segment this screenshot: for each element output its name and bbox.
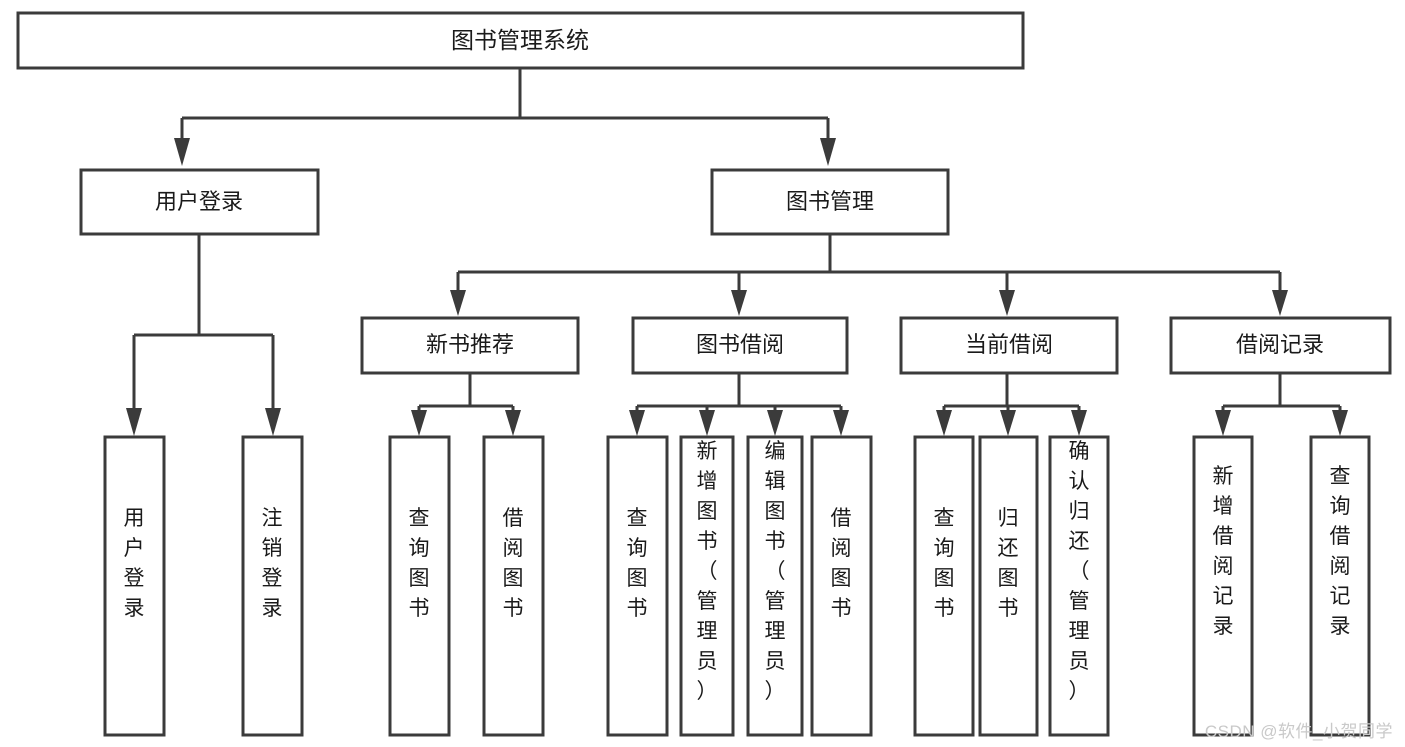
node-new-book-recommend-label: 新书推荐 xyxy=(426,332,514,357)
connector-root-to-level2 xyxy=(174,68,836,166)
arrow-head-new-book-recommend xyxy=(450,290,466,316)
leaf-node-add-borrow-record[interactable]: 新增借阅记录 xyxy=(1192,435,1254,737)
arrow-head-user-login xyxy=(174,138,190,166)
arrow-head-leaf-query-record xyxy=(1332,410,1348,436)
node-user-login-label: 用户登录 xyxy=(155,189,243,214)
arrow-head-current-borrow xyxy=(999,290,1015,316)
leaf-node-user-login-label: 用户登录 xyxy=(124,507,145,620)
arrow-head-leaf-borrow-book-2 xyxy=(833,410,849,436)
arrow-head-leaf-borrow-book-1 xyxy=(505,410,521,436)
leaf-node-confirm-return-box xyxy=(1048,435,1110,737)
leaf-node-user-login[interactable]: 用户登录 xyxy=(103,435,166,737)
leaf-node-logout[interactable]: 注销登录 xyxy=(241,435,304,737)
arrow-head-leaf-user-login xyxy=(126,408,142,436)
connector-book-borrow-to-leaves xyxy=(629,372,849,436)
arrow-head-book-manage xyxy=(820,138,836,166)
arrow-head-book-borrow xyxy=(731,290,747,316)
arrow-head-leaf-query-book-3 xyxy=(936,410,952,436)
node-user-login[interactable]: 用户登录 xyxy=(79,168,320,236)
leaf-node-query-book-recommend-label: 查询图书 xyxy=(409,507,430,620)
arrow-head-leaf-add-book xyxy=(699,410,715,436)
leaf-node-return-book[interactable]: 归还图书 xyxy=(978,435,1039,737)
leaf-node-confirm-return-label: 确认归还（管理员） xyxy=(1069,440,1090,703)
leaf-node-query-book-recommend-box xyxy=(388,435,451,737)
arrow-head-leaf-confirm-return xyxy=(1071,410,1087,436)
node-borrow-record-box xyxy=(1169,316,1392,375)
node-book-borrow[interactable]: 图书借阅 xyxy=(631,316,849,375)
arrow-head-borrow-record xyxy=(1272,290,1288,316)
leaf-node-edit-book-box xyxy=(746,435,804,737)
node-book-borrow-box xyxy=(631,316,849,375)
leaf-node-confirm-return[interactable]: 确认归还（管理员） xyxy=(1048,435,1110,737)
connector-new-book-to-leaves xyxy=(411,372,521,436)
leaf-node-borrow-book[interactable]: 借阅图书 xyxy=(810,435,873,737)
leaf-node-add-book-box xyxy=(679,435,735,737)
leaf-node-edit-book[interactable]: 编辑图书（管理员） xyxy=(746,435,804,737)
node-root-system[interactable]: 图书管理系统 xyxy=(16,11,1025,70)
leaf-node-borrow-book-label: 借阅图书 xyxy=(831,507,852,620)
leaf-node-return-book-box xyxy=(978,435,1039,737)
leaf-node-return-book-label: 归还图书 xyxy=(998,507,1019,620)
leaf-node-query-book-borrow-box xyxy=(606,435,669,737)
leaf-node-query-book-current-box xyxy=(913,435,975,737)
leaf-node-add-borrow-record-box xyxy=(1192,435,1254,737)
leaf-node-edit-book-label: 编辑图书（管理员） xyxy=(765,440,786,703)
leaf-node-logout-box xyxy=(241,435,304,737)
node-root-system-label: 图书管理系统 xyxy=(451,27,589,53)
node-current-borrow[interactable]: 当前借阅 xyxy=(899,316,1119,375)
node-book-borrow-label: 图书借阅 xyxy=(696,332,784,357)
arrow-head-leaf-query-book-2 xyxy=(629,410,645,436)
leaf-node-query-borrow-record-box xyxy=(1309,435,1371,737)
connector-borrow-record-to-leaves xyxy=(1215,372,1348,436)
leaf-node-add-book[interactable]: 新增图书（管理员） xyxy=(679,435,735,737)
leaf-node-borrow-book-recommend-box xyxy=(482,435,545,737)
node-current-borrow-label: 当前借阅 xyxy=(965,332,1053,357)
node-book-management-label: 图书管理 xyxy=(786,189,874,214)
node-new-book-recommend[interactable]: 新书推荐 xyxy=(360,316,580,375)
node-borrow-record[interactable]: 借阅记录 xyxy=(1169,316,1392,375)
arrow-head-leaf-edit-book xyxy=(767,410,783,436)
leaf-node-query-borrow-record[interactable]: 查询借阅记录 xyxy=(1309,435,1371,737)
leaf-node-borrow-book-recommend[interactable]: 借阅图书 xyxy=(482,435,545,737)
arrow-head-leaf-logout xyxy=(265,408,281,436)
node-book-management-box xyxy=(710,168,950,236)
leaf-node-borrow-book-recommend-label: 借阅图书 xyxy=(503,507,524,620)
connector-book-manage-to-level3 xyxy=(450,233,1288,316)
leaf-node-user-login-box xyxy=(103,435,166,737)
leaf-node-query-book-current[interactable]: 查询图书 xyxy=(913,435,975,737)
node-root-system-box xyxy=(16,11,1025,70)
connector-user-login-to-leaves xyxy=(126,235,281,436)
arrow-head-leaf-return-book xyxy=(1000,410,1016,436)
node-current-borrow-box xyxy=(899,316,1119,375)
leaf-node-query-book-borrow[interactable]: 查询图书 xyxy=(606,435,669,737)
arrow-head-leaf-add-record xyxy=(1215,410,1231,436)
node-user-login-box xyxy=(79,168,320,236)
leaf-node-borrow-book-box xyxy=(810,435,873,737)
leaf-node-query-book-recommend[interactable]: 查询图书 xyxy=(388,435,451,737)
node-new-book-recommend-box xyxy=(360,316,580,375)
leaf-node-query-book-current-label: 查询图书 xyxy=(934,507,955,620)
csdn-watermark: CSDN @软件_小贺同学 xyxy=(1204,722,1393,741)
connector-current-borrow-to-leaves xyxy=(936,372,1087,436)
leaf-node-query-book-borrow-label: 查询图书 xyxy=(627,507,648,620)
leaf-node-add-book-label: 新增图书（管理员） xyxy=(697,440,718,703)
node-book-management[interactable]: 图书管理 xyxy=(710,168,950,236)
leaf-node-add-borrow-record-label: 新增借阅记录 xyxy=(1213,465,1234,638)
node-borrow-record-label: 借阅记录 xyxy=(1236,332,1324,357)
arrow-head-leaf-query-book-1 xyxy=(411,410,427,436)
leaf-node-logout-label: 注销登录 xyxy=(262,507,283,620)
leaf-node-query-borrow-record-label: 查询借阅记录 xyxy=(1330,465,1351,638)
